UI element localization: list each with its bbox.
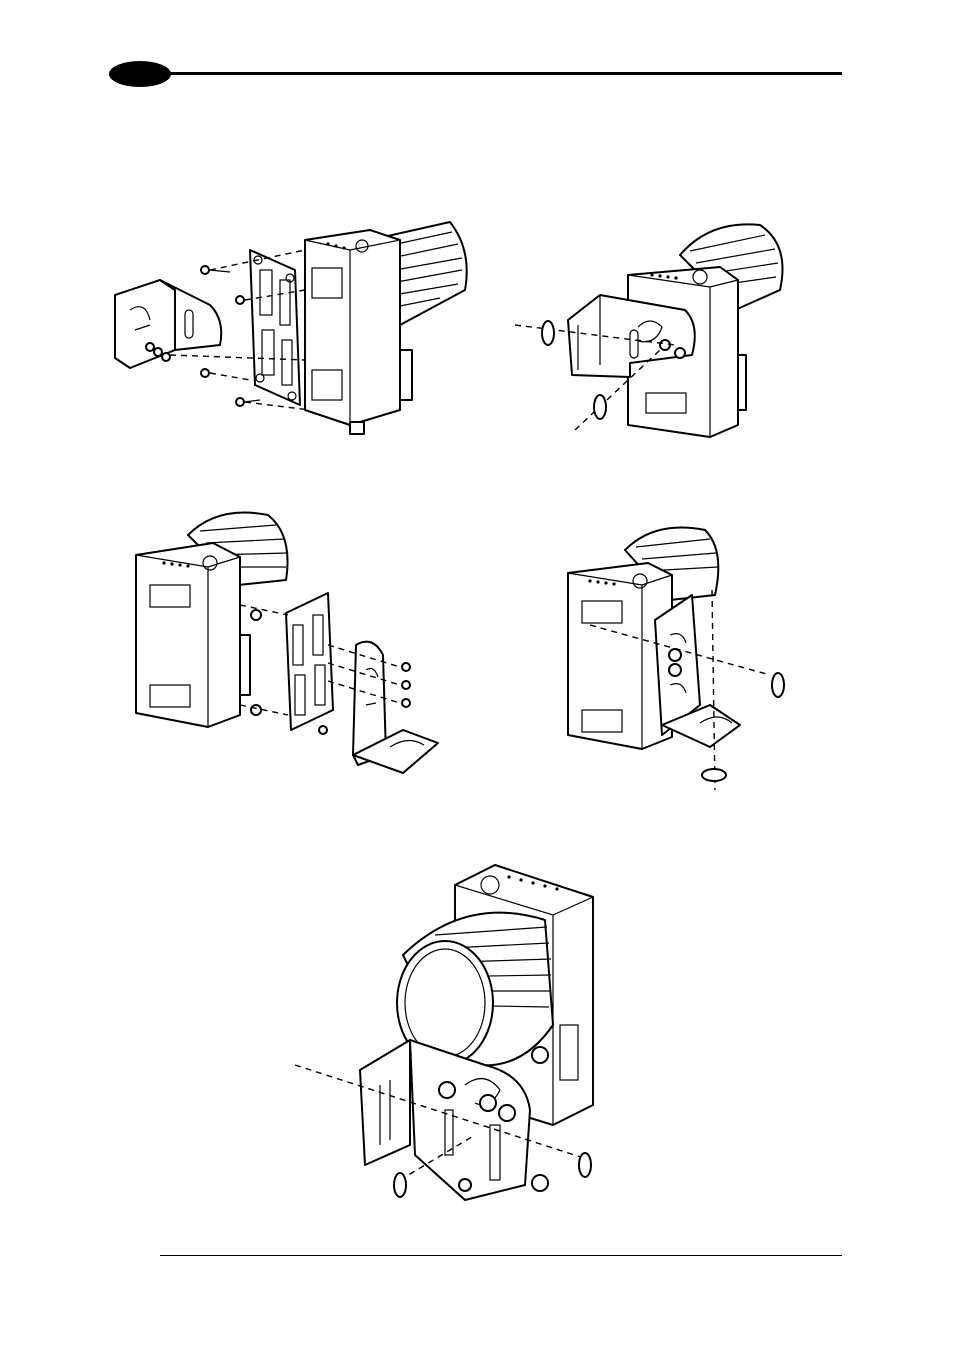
adapter-plate-icon bbox=[286, 593, 333, 730]
camera-housing-icon bbox=[136, 543, 250, 727]
assembled-rear-mount-illustration bbox=[510, 215, 810, 445]
camera-housing-icon bbox=[305, 230, 412, 434]
figure-assembled-side-mount bbox=[560, 525, 800, 795]
adapter-plate-icon bbox=[250, 250, 300, 405]
figure-exploded-rear-mount bbox=[100, 210, 480, 450]
assembled-side-mount-illustration bbox=[560, 525, 800, 795]
front-mount-illustration bbox=[285, 855, 615, 1210]
figure-front-mount bbox=[285, 855, 615, 1210]
exploded-side-mount-illustration bbox=[128, 505, 448, 780]
figure-assembled-rear-mount bbox=[510, 215, 810, 445]
header-rule bbox=[160, 72, 842, 75]
footer-rule bbox=[160, 1255, 842, 1256]
l-bracket-icon bbox=[353, 642, 438, 773]
figure-exploded-side-mount bbox=[128, 505, 448, 780]
exploded-rear-mount-illustration bbox=[100, 210, 480, 450]
l-bracket-icon bbox=[655, 595, 740, 747]
